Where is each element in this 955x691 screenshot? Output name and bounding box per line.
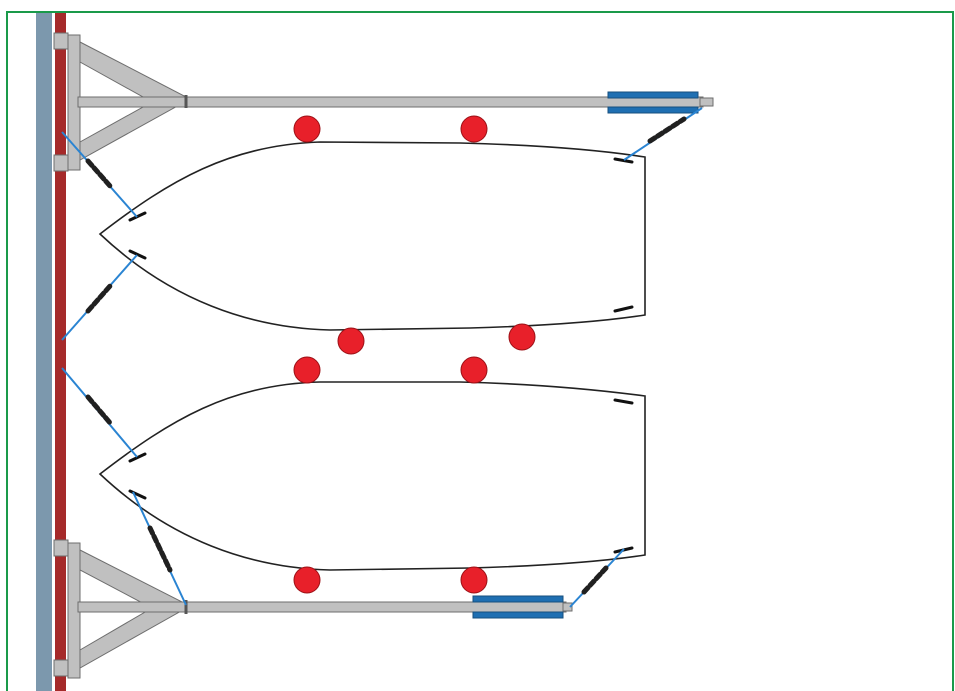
fender	[460, 356, 488, 384]
snubber	[581, 565, 609, 595]
upper-arm-tip	[699, 97, 714, 107]
upper-arm-plate-bottom	[53, 154, 69, 172]
lower-arm-tip	[562, 602, 573, 612]
fenders	[293, 115, 536, 594]
upper-boat-hull	[98, 141, 646, 331]
snubber	[147, 525, 173, 573]
cleats	[128, 157, 634, 554]
snubbers	[85, 116, 687, 595]
cleat	[128, 249, 147, 260]
cleat	[613, 398, 634, 405]
fender	[460, 115, 488, 143]
dock-stripe	[36, 13, 52, 691]
cleat	[128, 452, 147, 463]
lower-dock-arm	[53, 539, 573, 679]
snubber	[85, 158, 113, 189]
fender	[293, 115, 321, 143]
lower-boat-hull	[98, 381, 646, 571]
fender	[460, 566, 488, 594]
cleat	[128, 489, 147, 500]
cleat	[613, 305, 634, 313]
snubber	[647, 116, 687, 144]
upper-dock-arm	[53, 32, 714, 172]
upper-whip-pole-top	[607, 91, 699, 99]
upper-whip-pole-bottom	[607, 106, 699, 114]
cleat	[613, 157, 634, 164]
lower-arm-plate-top	[53, 539, 69, 557]
fender	[293, 566, 321, 594]
fender	[293, 356, 321, 384]
lower-arm-plate-bottom	[53, 659, 69, 677]
fender	[508, 323, 536, 351]
snubber	[85, 394, 114, 427]
lower-whip-pole-bottom	[472, 611, 564, 619]
dock-edge	[55, 13, 66, 691]
frame-border	[6, 11, 954, 691]
fender	[337, 327, 365, 355]
snubber	[85, 283, 113, 314]
lower-whip-pole-top	[472, 595, 564, 603]
lower-arm-beam	[77, 601, 567, 613]
upper-arm-plate-top	[53, 32, 69, 50]
